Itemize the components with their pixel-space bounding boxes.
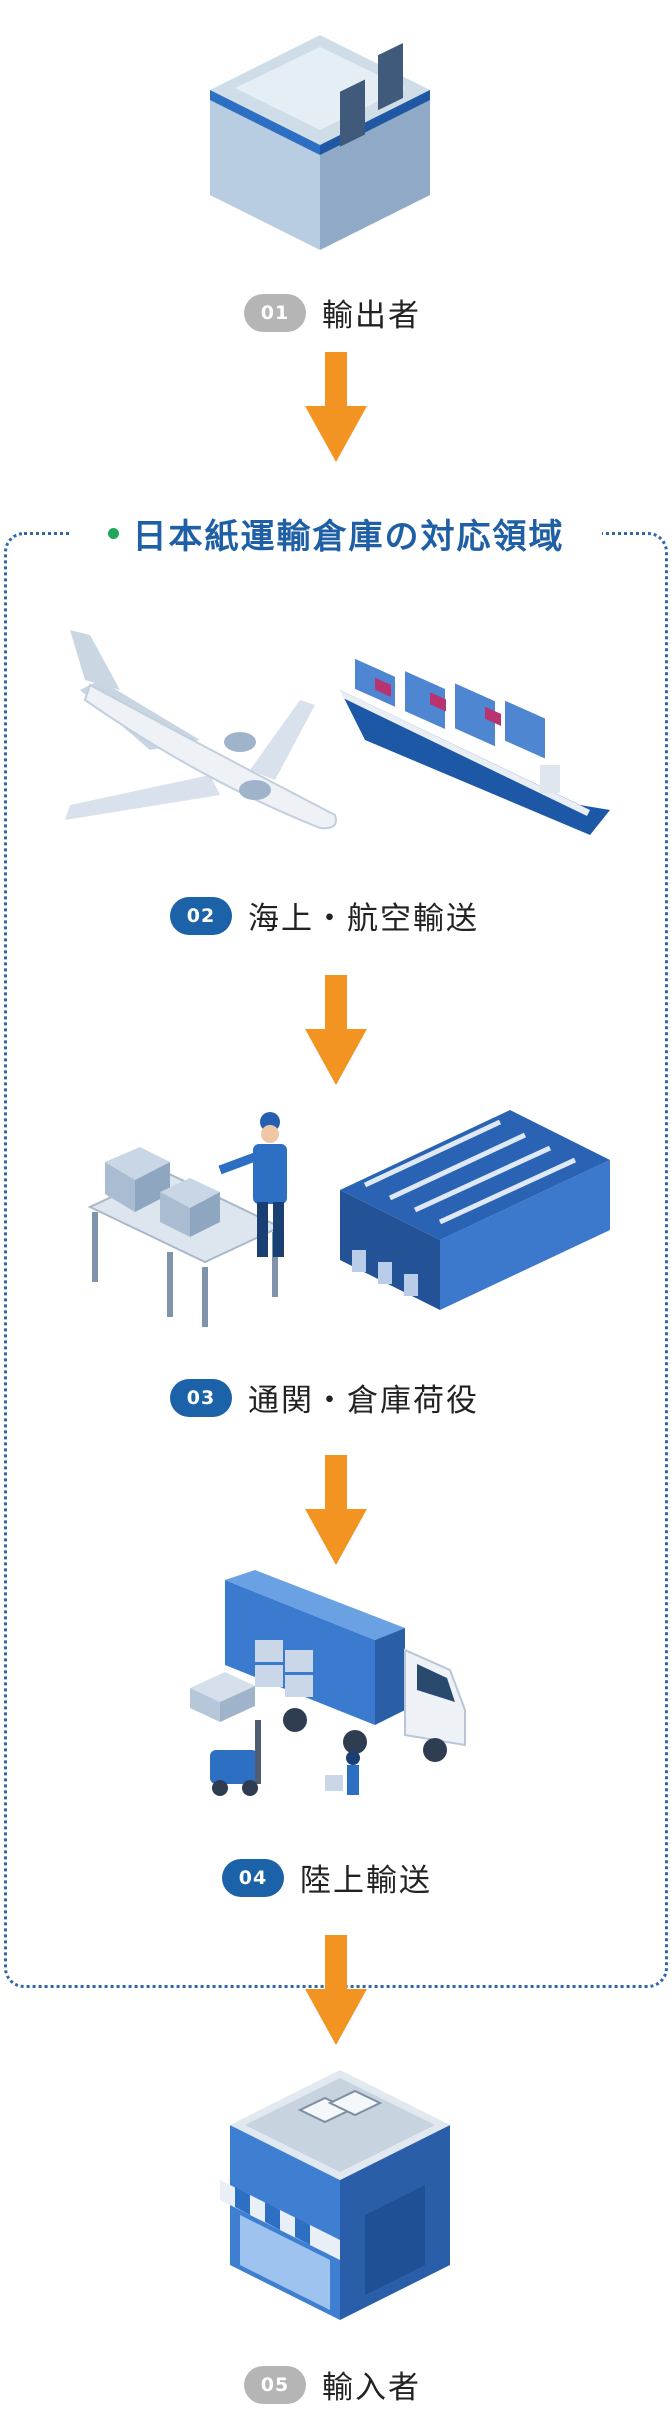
importer-store-icon [220, 2070, 450, 2320]
step-01: 01 輸出者 [244, 290, 421, 335]
scope-title-text: 日本紙運輸倉庫の対応領域 [132, 516, 565, 557]
step-05: 05 輸入者 [244, 2362, 421, 2407]
down-arrow-icon [305, 1455, 367, 1565]
scope-title: 日本紙運輸倉庫の対応領域 [70, 508, 602, 558]
step-number-badge: 05 [244, 2365, 306, 2404]
step-number-badge: 01 [244, 293, 306, 332]
step-03: 03 通関・倉庫荷役 [170, 1375, 479, 1420]
step-number-badge: 02 [170, 896, 232, 935]
step-label: 輸入者 [322, 2370, 421, 2406]
step-number-badge: 03 [170, 1378, 232, 1417]
down-arrow-icon [305, 352, 367, 462]
down-arrow-icon [305, 1935, 367, 2045]
step-04: 04 陸上輸送 [222, 1855, 432, 1900]
bullet-icon [107, 527, 119, 539]
down-arrow-icon [305, 975, 367, 1085]
container-ship-icon [340, 658, 610, 835]
step-label: 海上・航空輸送 [248, 901, 479, 937]
step-label: 輸出者 [322, 298, 421, 334]
warehouse-icon [340, 1110, 610, 1310]
truck-forklift-icon [190, 1570, 466, 1796]
exporter-warehouse-icon [210, 35, 430, 250]
step-label: 通関・倉庫荷役 [248, 1383, 479, 1419]
step-label: 陸上輸送 [300, 1863, 432, 1899]
airplane-icon [65, 630, 337, 830]
step-02: 02 海上・航空輸送 [170, 893, 479, 938]
step-number-badge: 04 [222, 1858, 284, 1897]
conveyor-worker-icon [87, 1112, 287, 1327]
